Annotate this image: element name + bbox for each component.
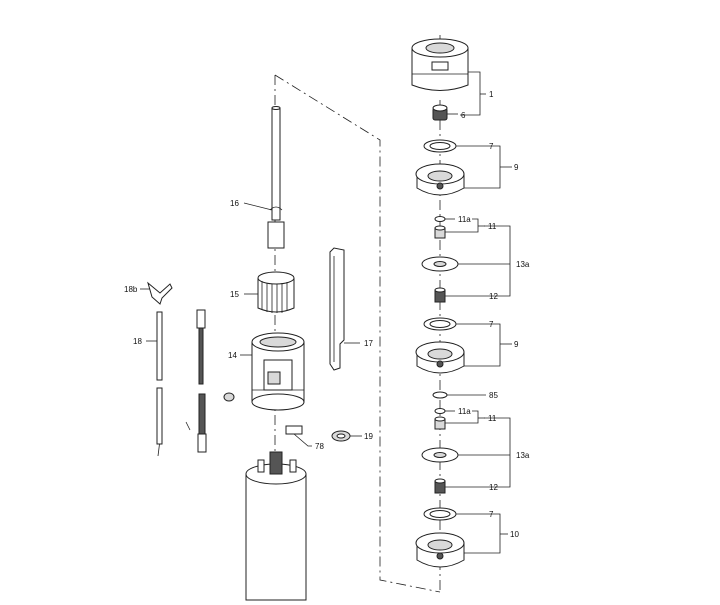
callout-18b: 18b: [124, 285, 138, 294]
part-12-bushing-upper: [434, 287, 446, 303]
callout-18: 18: [133, 337, 142, 346]
part-14-suction-housing: [251, 332, 305, 411]
part-7-ring-middle: [423, 317, 457, 331]
part-9-bowl-lower: [415, 341, 465, 374]
callout-15: 15: [230, 290, 239, 299]
callout-7-upper: 7: [489, 142, 494, 151]
part-78-key: [285, 425, 303, 435]
callout-14: 14: [228, 351, 237, 360]
callout-11a-lower: 11a: [458, 407, 471, 416]
part-7-ring-lower: [423, 507, 457, 521]
callout-6: 6: [461, 111, 466, 120]
callout-17: 17: [364, 339, 373, 348]
part-18b-clip: [147, 281, 173, 305]
part-11a-oring-upper: [434, 216, 446, 222]
callout-13a-lower: 13a: [516, 451, 530, 460]
part-16-shaft: [267, 106, 285, 249]
callout-13a-upper: 13a: [516, 260, 530, 269]
part-10-bottom-bowl: [415, 532, 465, 568]
callout-leaders: [140, 71, 512, 554]
callout-85: 85: [489, 391, 498, 400]
callout-12-lower: 12: [489, 483, 498, 492]
part-1-discharge-head: [411, 38, 469, 91]
callout-9-upper: 9: [514, 163, 519, 172]
part-nut-left: [223, 392, 235, 402]
part-85-ring: [432, 391, 448, 399]
part-12-bushing-lower: [434, 478, 446, 494]
callout-10: 10: [510, 530, 519, 539]
callout-19: 19: [364, 432, 373, 441]
callout-16: 16: [230, 199, 239, 208]
part-11-sleeve-upper: [434, 225, 446, 239]
callout-7-lower: 7: [489, 510, 494, 519]
part-19-nut: [331, 430, 351, 442]
callout-78: 78: [315, 442, 324, 451]
callout-11a-upper: 11a: [458, 215, 471, 224]
part-13a-impeller-lower: [421, 447, 459, 463]
callout-11-upper: 11: [488, 222, 497, 231]
callout-9-lower: 9: [514, 340, 519, 349]
part-11-sleeve-lower: [434, 416, 446, 430]
part-motor-lead-cable: [185, 309, 207, 453]
part-17-cable-guard: [329, 247, 345, 371]
part-15-strainer: [257, 271, 295, 313]
part-18-cable: [156, 311, 163, 457]
part-6-check-valve: [432, 104, 448, 121]
part-11a-oring-lower: [434, 408, 446, 414]
callout-11-lower: 11: [488, 414, 497, 423]
callout-labels: 1 6 7 9 11a 11 13a 12 7 9 85 11a 11 13a …: [124, 90, 530, 539]
callout-12-upper: 12: [489, 292, 498, 301]
callout-7-middle: 7: [489, 320, 494, 329]
part-13a-impeller-upper: [421, 256, 459, 272]
part-7-ring-upper: [423, 139, 457, 153]
part-9-bowl-upper: [415, 163, 465, 196]
motor-body: [245, 451, 307, 601]
callout-1: 1: [489, 90, 494, 99]
